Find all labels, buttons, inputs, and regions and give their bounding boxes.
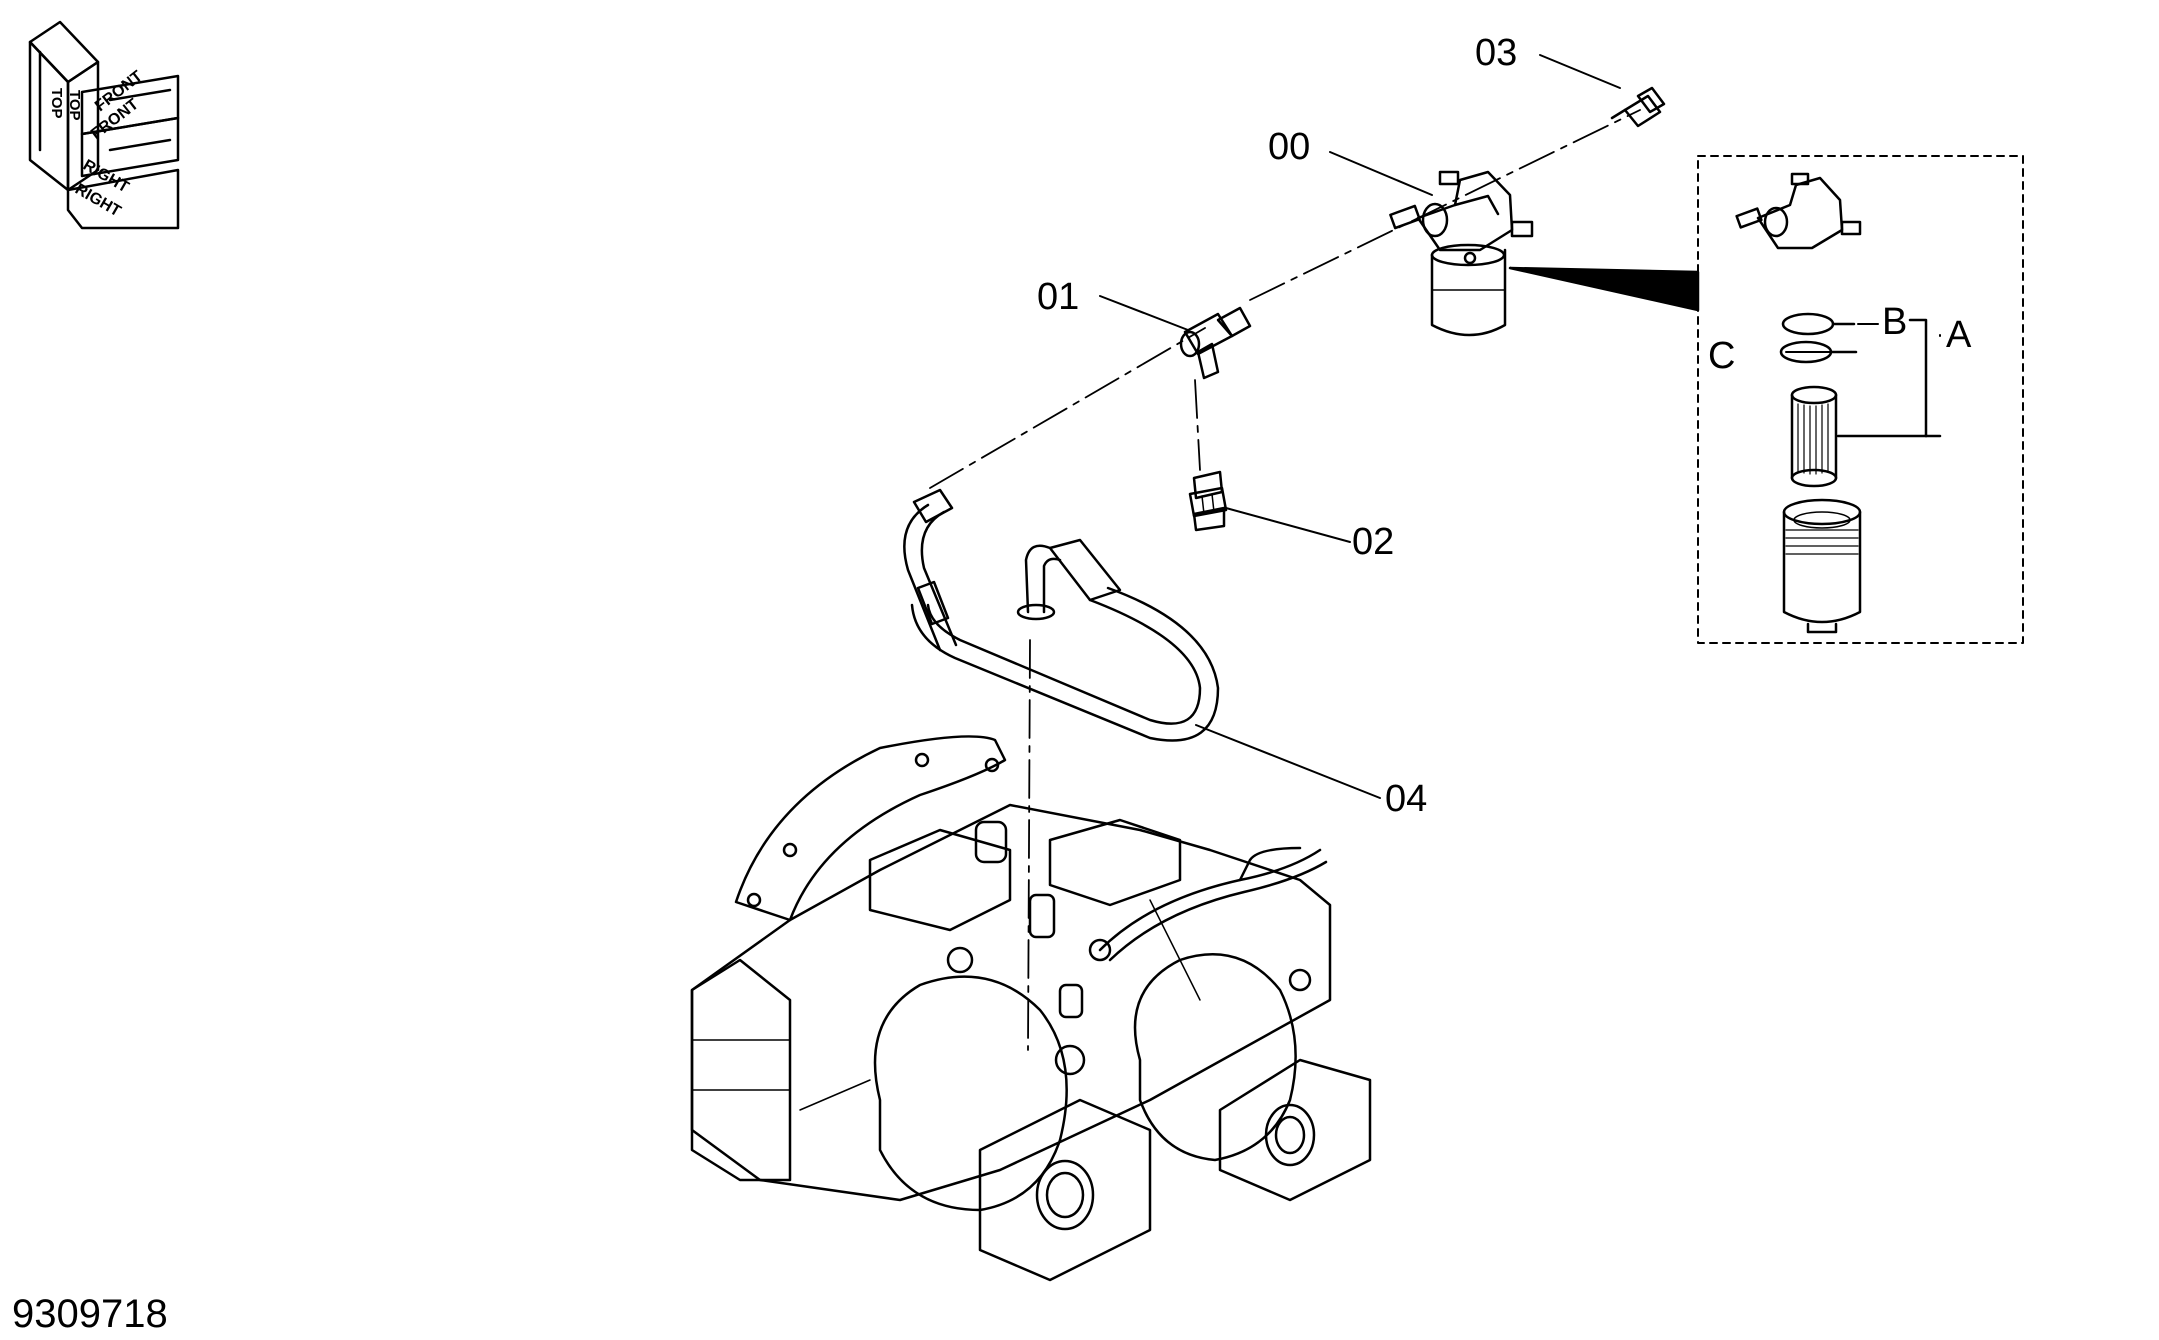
part-00-filter-assembly: [1389, 170, 1534, 337]
part-02-sensor: [1188, 470, 1228, 532]
callout-c: C: [1708, 335, 1736, 377]
o-ring-b: [1781, 312, 1835, 336]
callout-02: 02: [1352, 521, 1395, 563]
assembly-centerlines: [929, 109, 1641, 1051]
callout-a: A: [1946, 314, 1972, 356]
filter-element-a: [1790, 385, 1838, 488]
part-03-fitting: [1610, 86, 1666, 128]
detail-box: [1697, 155, 2024, 644]
pressure-tube: [903, 488, 958, 652]
part-01-tee-fitting: [1179, 306, 1252, 380]
orientation-label-top-2: TOP: [66, 90, 83, 121]
callout-01: 01: [1037, 276, 1080, 318]
part-04-hose: [910, 538, 1220, 742]
callout-b: B: [1882, 301, 1908, 343]
leader-lines: [1099, 54, 1941, 799]
detail-pointer-wedge: [1508, 266, 1700, 312]
callout-03: 03: [1475, 32, 1518, 74]
filter-bowl: [1782, 498, 1862, 634]
orientation-icon: TOP TOP FRONT FRONT RIGHT RIGHT: [28, 20, 180, 230]
orientation-label-top-1: TOP: [48, 88, 65, 119]
hydraulic-pump-assembly: [690, 735, 1372, 1282]
document-number: 9309718: [12, 1292, 168, 1336]
callout-00: 00: [1268, 126, 1311, 168]
callout-04: 04: [1385, 778, 1428, 820]
